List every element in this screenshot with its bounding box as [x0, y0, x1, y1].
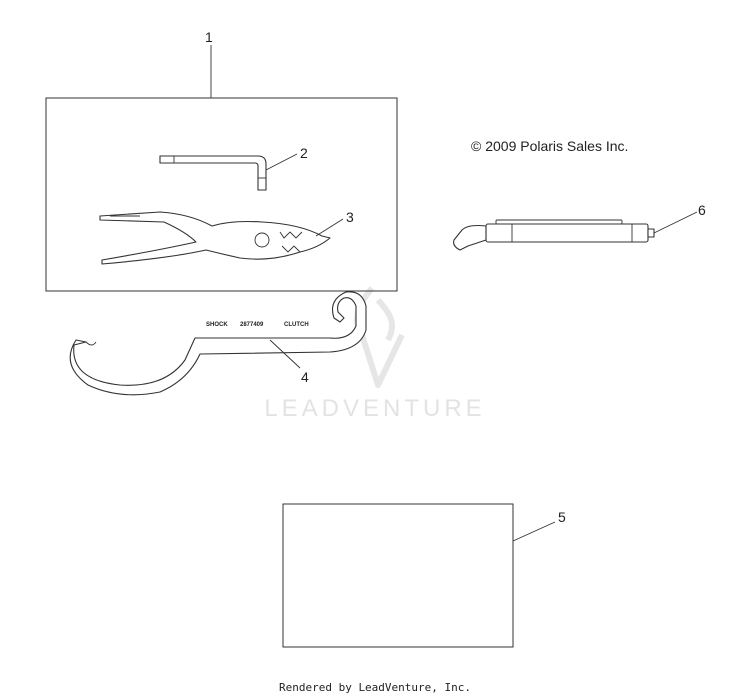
- hex-key-icon: [159, 155, 267, 191]
- callout-leader-6: [653, 211, 698, 234]
- tool-kit-box: [45, 97, 398, 292]
- wrench-label-clutch: CLUTCH: [284, 322, 309, 328]
- callout-leader-4: [269, 339, 301, 369]
- callout-2: 2: [300, 145, 308, 161]
- spanner-wrench-icon: [69, 291, 367, 396]
- callout-4: 4: [301, 369, 309, 385]
- callout-leader-2: [265, 153, 298, 171]
- wrench-label-shock: SHOCK: [206, 322, 228, 328]
- leadventure-watermark: LEADVENTURE: [264, 286, 485, 422]
- pressure-gauge-icon: [453, 219, 655, 251]
- callout-5: 5: [558, 509, 566, 525]
- callout-leader-5: [512, 521, 556, 542]
- copyright-notice: © 2009 Polaris Sales Inc.: [471, 138, 628, 154]
- callout-3: 3: [346, 209, 354, 225]
- callout-1: 1: [205, 29, 213, 45]
- owners-manual: [282, 503, 514, 648]
- pliers-icon: [99, 211, 331, 265]
- callout-6: 6: [698, 202, 706, 218]
- rendered-by-footer: Rendered by LeadVenture, Inc.: [278, 681, 472, 694]
- callout-leader-3: [315, 218, 344, 237]
- wrench-label-part-number: 2877409: [240, 322, 264, 328]
- watermark-text: LEADVENTURE: [264, 395, 485, 422]
